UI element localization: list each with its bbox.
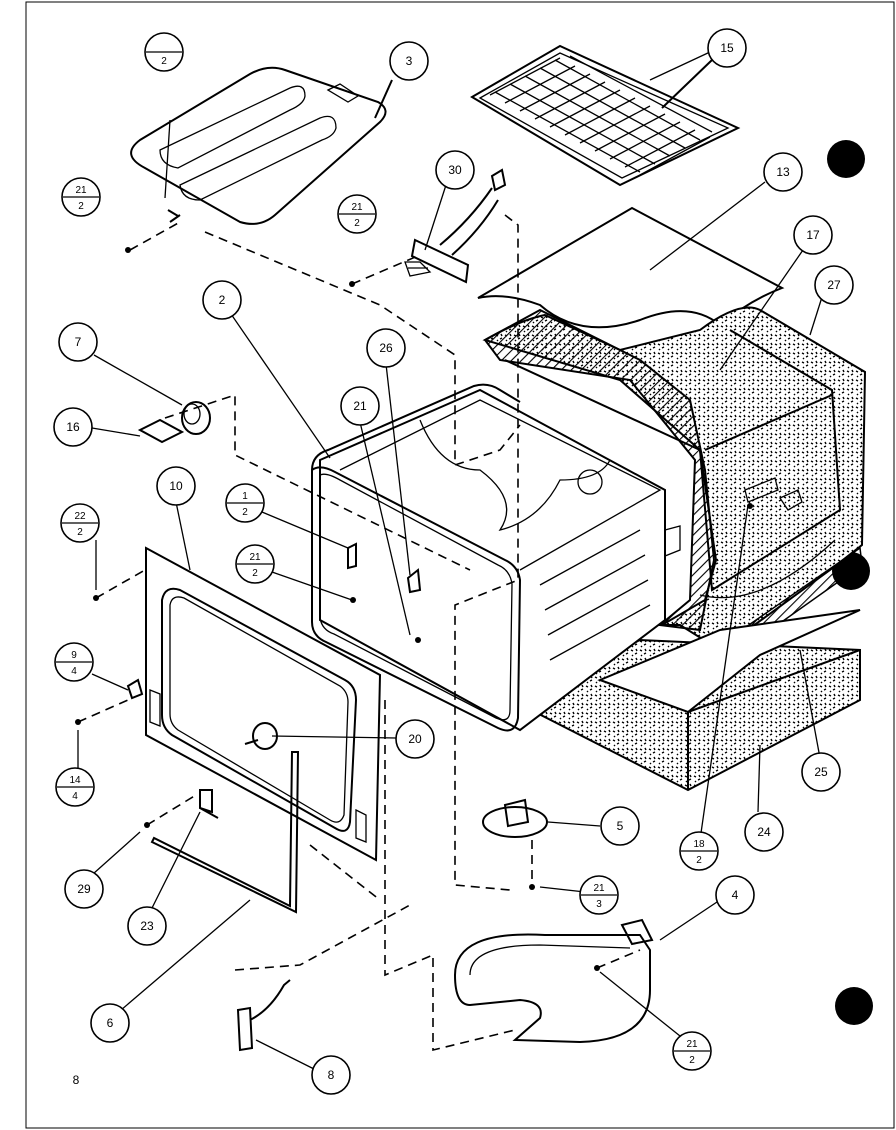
svg-text:7: 7: [75, 335, 82, 349]
svg-text:15: 15: [720, 41, 734, 55]
fraction-callout-21-3: 213: [579, 875, 619, 915]
assembly-lines: [77, 119, 641, 1052]
registration-dot-bottom: [835, 987, 873, 1025]
svg-text:6: 6: [107, 1016, 114, 1030]
svg-text:23: 23: [140, 919, 154, 933]
svg-text:4: 4: [72, 791, 78, 802]
svg-text:13: 13: [776, 165, 790, 179]
leader-lines: [77, 51, 823, 1071]
fraction-callout-9-4: 94: [54, 642, 94, 682]
callout-5: 5: [600, 806, 640, 846]
callout-10: 10: [156, 466, 196, 506]
svg-text:21: 21: [249, 552, 261, 563]
outer-cabinet: [504, 329, 842, 599]
fraction-callout-21-2-a: 212: [61, 177, 101, 217]
callout-4: 4: [715, 875, 755, 915]
fraction-callout-22-2: 222: [60, 503, 100, 543]
fraction-callout-21-2-c: 212: [235, 544, 275, 584]
svg-text:18: 18: [693, 839, 705, 850]
callout-3: 3: [389, 41, 429, 81]
svg-text:24: 24: [757, 825, 771, 839]
callout-20: 20: [395, 719, 435, 759]
svg-text:2: 2: [78, 201, 84, 212]
bake-element: [130, 66, 393, 225]
svg-text:2: 2: [696, 855, 702, 866]
callout-16: 16: [53, 407, 93, 447]
callout-15: 15: [707, 28, 747, 68]
callout-21: 21: [340, 386, 380, 426]
svg-text:4: 4: [71, 666, 77, 677]
page-border: [25, 1, 895, 1129]
svg-text:22: 22: [74, 511, 86, 522]
svg-text:2: 2: [77, 527, 83, 538]
svg-text:2: 2: [252, 568, 258, 579]
svg-text:1: 1: [242, 491, 248, 502]
svg-text:16: 16: [66, 420, 80, 434]
callout-17: 17: [793, 215, 833, 255]
svg-text:21: 21: [593, 883, 605, 894]
oven-liner: [311, 383, 681, 732]
fraction-callout-18-2: 182: [679, 831, 719, 871]
fraction-callout-21-2-b: 212: [337, 194, 377, 234]
svg-text:2: 2: [354, 218, 360, 229]
fraction-callout-21-2-d: 212: [672, 1031, 712, 1071]
svg-text:25: 25: [814, 765, 828, 779]
svg-text:2: 2: [219, 293, 226, 307]
bracket-30: [404, 168, 507, 284]
svg-text:27: 27: [827, 278, 841, 292]
heat-shield: [477, 206, 785, 329]
svg-text:9: 9: [71, 650, 77, 661]
svg-text:26: 26: [379, 341, 393, 355]
svg-text:3: 3: [596, 899, 602, 910]
svg-text:20: 20: [408, 732, 422, 746]
oven-rack: [470, 44, 741, 187]
svg-text:21: 21: [75, 185, 87, 196]
svg-text:30: 30: [448, 163, 462, 177]
svg-text:3: 3: [406, 54, 413, 68]
svg-text:21: 21: [351, 202, 363, 213]
callout-7: 7: [58, 322, 98, 362]
svg-text:17: 17: [806, 228, 820, 242]
svg-text:4: 4: [732, 888, 739, 902]
callout-29: 29: [64, 869, 104, 909]
registration-dot-top: [827, 140, 865, 178]
fraction-callout-1-2: 12: [225, 483, 265, 523]
svg-text:2: 2: [161, 56, 167, 67]
callout-24: 24: [744, 812, 784, 852]
svg-text:2: 2: [242, 507, 248, 518]
svg-text:2: 2: [689, 1055, 695, 1066]
callout-13: 13: [763, 152, 803, 192]
callout-30: 30: [435, 150, 475, 190]
fraction-callout-top-left: 2: [144, 32, 184, 72]
svg-text:29: 29: [77, 882, 91, 896]
callout-27: 27: [814, 265, 854, 305]
oven-door: [126, 546, 382, 914]
svg-text:21: 21: [353, 399, 367, 413]
callout-2: 2: [202, 280, 242, 320]
svg-text:8: 8: [328, 1068, 335, 1082]
callout-26: 26: [366, 328, 406, 368]
callout-23: 23: [127, 906, 167, 946]
svg-text:10: 10: [169, 479, 183, 493]
callout-6: 6: [90, 1003, 130, 1043]
callout-25: 25: [801, 752, 841, 792]
svg-text:14: 14: [69, 775, 81, 786]
callout-8: 8: [311, 1055, 351, 1095]
svg-text:21: 21: [686, 1039, 698, 1050]
page-number: 8: [73, 1073, 80, 1087]
svg-text:5: 5: [617, 819, 624, 833]
fraction-callout-14-4: 144: [55, 767, 95, 807]
